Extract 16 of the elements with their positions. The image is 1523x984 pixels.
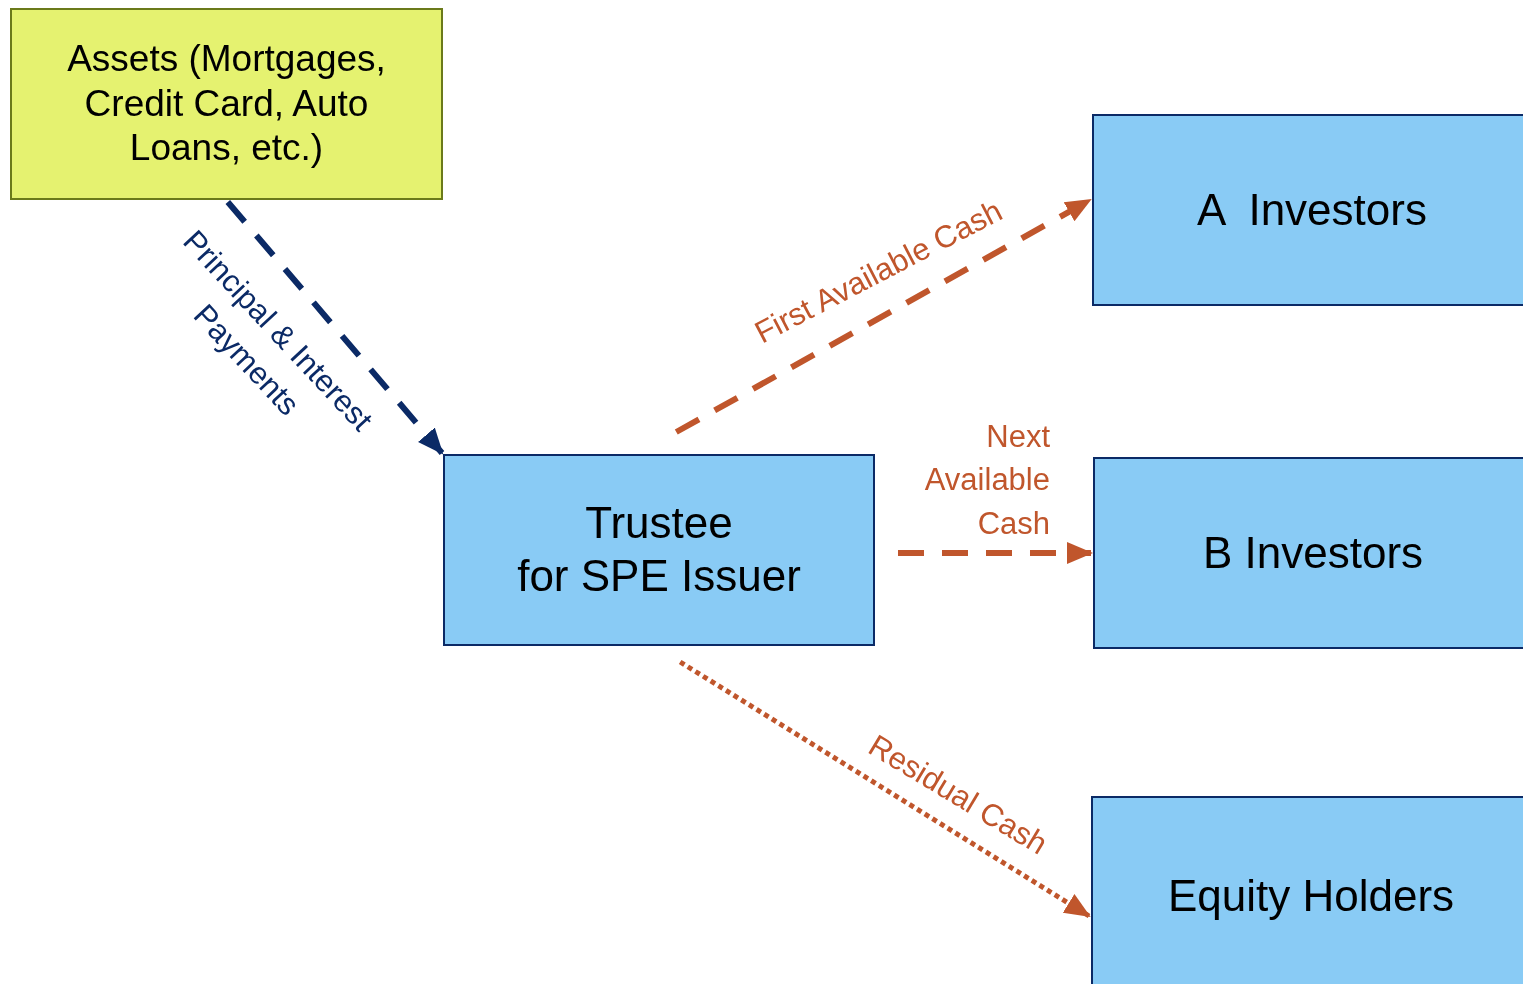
arrow [898,542,1093,564]
process-box [10,8,443,200]
process-box [1093,457,1523,649]
edge-label: Next Available Cash [923,418,1050,543]
arrow [674,197,1092,435]
node-label: Trustee [585,497,733,550]
process-box [1092,114,1523,306]
node-label: for SPE Issuer [517,550,801,602]
arrow [678,659,1091,919]
node-label: Assets (Mortgages, Credit Card, Auto Loans, etc.) [66,37,387,171]
process-box [1091,796,1523,984]
node-label: Equity Holders [1167,869,1455,922]
process-box [443,454,875,646]
arrow [225,200,445,455]
node-label: A Investors [1197,183,1427,236]
node-label: B Investors [1202,526,1424,579]
